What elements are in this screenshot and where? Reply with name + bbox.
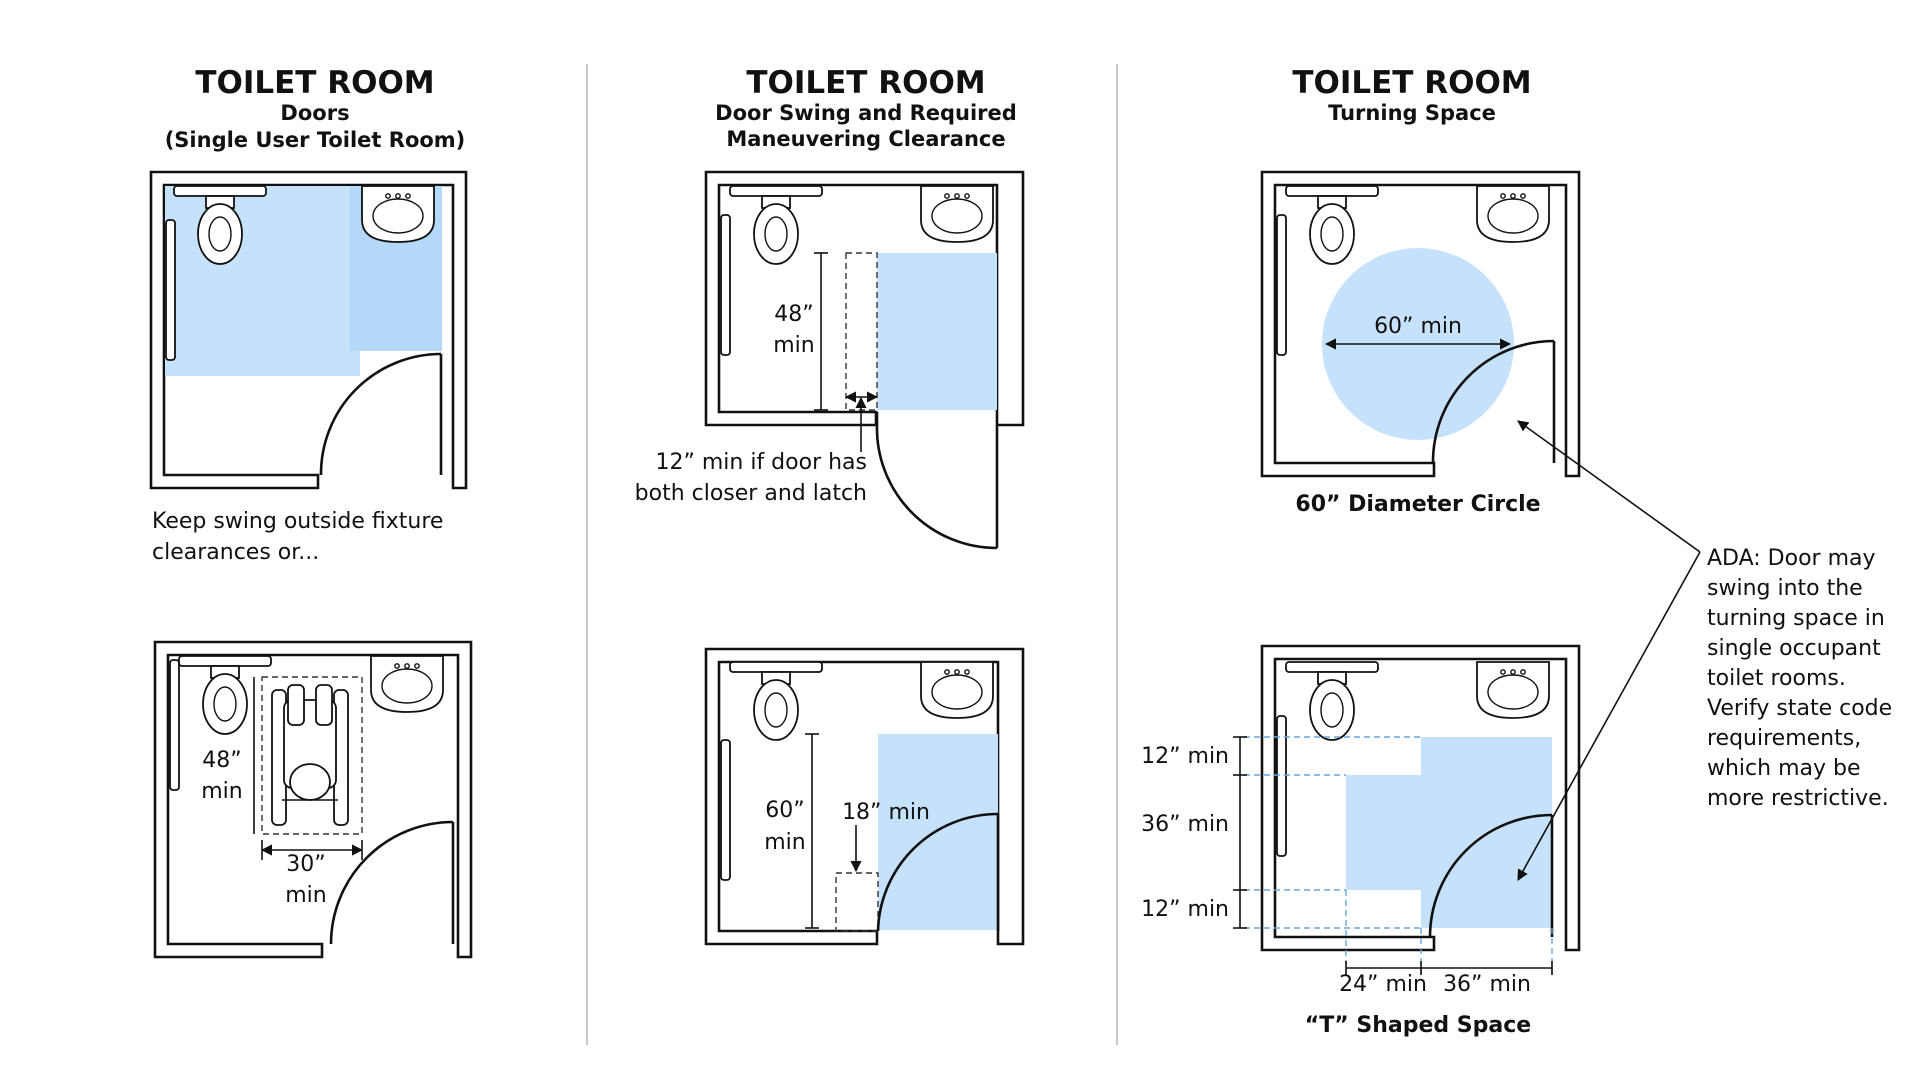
ada-note-line: more restrictive.	[1707, 786, 1889, 811]
grab-bar	[1276, 214, 1287, 356]
room-turning-circle	[1260, 170, 1581, 478]
turning-subtitle: Turning Space	[1328, 101, 1496, 125]
dim-label-60-diameter: 60” min	[1374, 314, 1462, 339]
ada-note-line: Verify state code	[1707, 696, 1892, 721]
dim-label-60: 60”	[765, 798, 804, 823]
maneuvering-clearance-zone	[878, 734, 998, 930]
grab-bar	[169, 659, 180, 791]
sink-fixture	[361, 185, 435, 243]
ada-note-line: single occupant	[1707, 636, 1881, 661]
ada-note-line: turning space in	[1707, 606, 1885, 631]
sink-fixture	[1476, 185, 1550, 243]
doors-title: TOILET ROOM	[195, 65, 434, 101]
ada-note-line: toilet rooms.	[1707, 666, 1846, 691]
grab-bar	[165, 219, 176, 361]
wheelchair-icon	[271, 684, 349, 826]
ada-note-line: ADA: Door may	[1707, 546, 1876, 571]
sink-fixture	[920, 185, 994, 243]
sink-fixture	[370, 655, 444, 713]
wheelchair-clear-space	[261, 676, 363, 835]
latch-side-clearance	[835, 872, 879, 932]
room-doors-plan-b	[153, 640, 473, 959]
sink-fixture	[1476, 661, 1550, 719]
door-swing-subtitle: Door Swing and Required	[715, 101, 1017, 125]
turning-title: TOILET ROOM	[1292, 65, 1531, 101]
dim-label-36-bottom: 36” min	[1443, 972, 1531, 997]
ada-note-line: requirements,	[1707, 726, 1861, 751]
door-swing-arc	[876, 812, 999, 932]
latch-note: 12” min if door has	[655, 450, 867, 475]
ada-note-line: which may be	[1707, 756, 1861, 781]
t-shaped-clearance-zone	[1346, 737, 1552, 928]
toilet-fixture	[729, 185, 823, 265]
door-swing-arc	[1431, 339, 1555, 464]
circle-caption: 60” Diameter Circle	[1295, 492, 1540, 517]
grab-bar	[720, 214, 731, 356]
room-door-swing-plan-b	[704, 647, 1025, 946]
toilet-fixture	[729, 661, 823, 741]
latch-side-clearance	[845, 252, 878, 411]
door-swing-arc	[319, 352, 442, 476]
room-doors-plan-a	[149, 170, 468, 490]
dim-label-48: min	[201, 779, 243, 804]
doors-subtitle: (Single User Toilet Room)	[165, 128, 466, 152]
door-swing-title: TOILET ROOM	[746, 65, 985, 101]
dim-label-30: min	[285, 883, 327, 908]
dim-label-48: 48”	[202, 748, 241, 773]
ada-leader-line	[1517, 420, 1701, 553]
grab-bar	[1276, 715, 1287, 857]
toilet-clearance-zone	[165, 186, 360, 376]
dim-label-12-top: 12” min	[1141, 744, 1229, 769]
grab-bar	[720, 739, 731, 881]
ada-note-line: swing into the	[1707, 576, 1863, 601]
toilet-fixture	[1285, 661, 1379, 741]
dim-label-36-mid: 36” min	[1141, 812, 1229, 837]
ada-note: ADA: Door may swing into the turning spa…	[1707, 546, 1892, 811]
toilet-fixture	[1285, 185, 1379, 265]
sink-fixture	[920, 661, 994, 719]
latch-note: both closer and latch	[635, 481, 867, 506]
dim-label-12-bottom: 12” min	[1141, 897, 1229, 922]
ada-leader-line	[1517, 551, 1701, 881]
doors-subtitle: Doors	[280, 101, 349, 125]
dim-label-24: 24” min	[1339, 972, 1427, 997]
dim-label-60: min	[764, 830, 806, 855]
door-swing-arc	[1428, 813, 1553, 938]
door-swing-arc	[875, 424, 998, 550]
dim-label-30: 30”	[286, 852, 325, 877]
toilet-fixture	[178, 655, 272, 735]
doors-note: clearances or...	[152, 540, 319, 565]
t-shape-caption: “T” Shaped Space	[1305, 1013, 1531, 1038]
doors-note: Keep swing outside fixture	[152, 509, 443, 534]
dim-label-48: min	[773, 333, 815, 358]
dim-label-48: 48”	[774, 302, 813, 327]
door-swing-subtitle: Maneuvering Clearance	[726, 127, 1005, 151]
room-door-swing-plan-a	[704, 170, 1025, 550]
dim-label-18: 18” min	[842, 800, 930, 825]
maneuvering-clearance-zone	[877, 253, 997, 410]
door-swing-arc	[329, 820, 454, 945]
room-turning-t-shape	[1233, 644, 1581, 975]
